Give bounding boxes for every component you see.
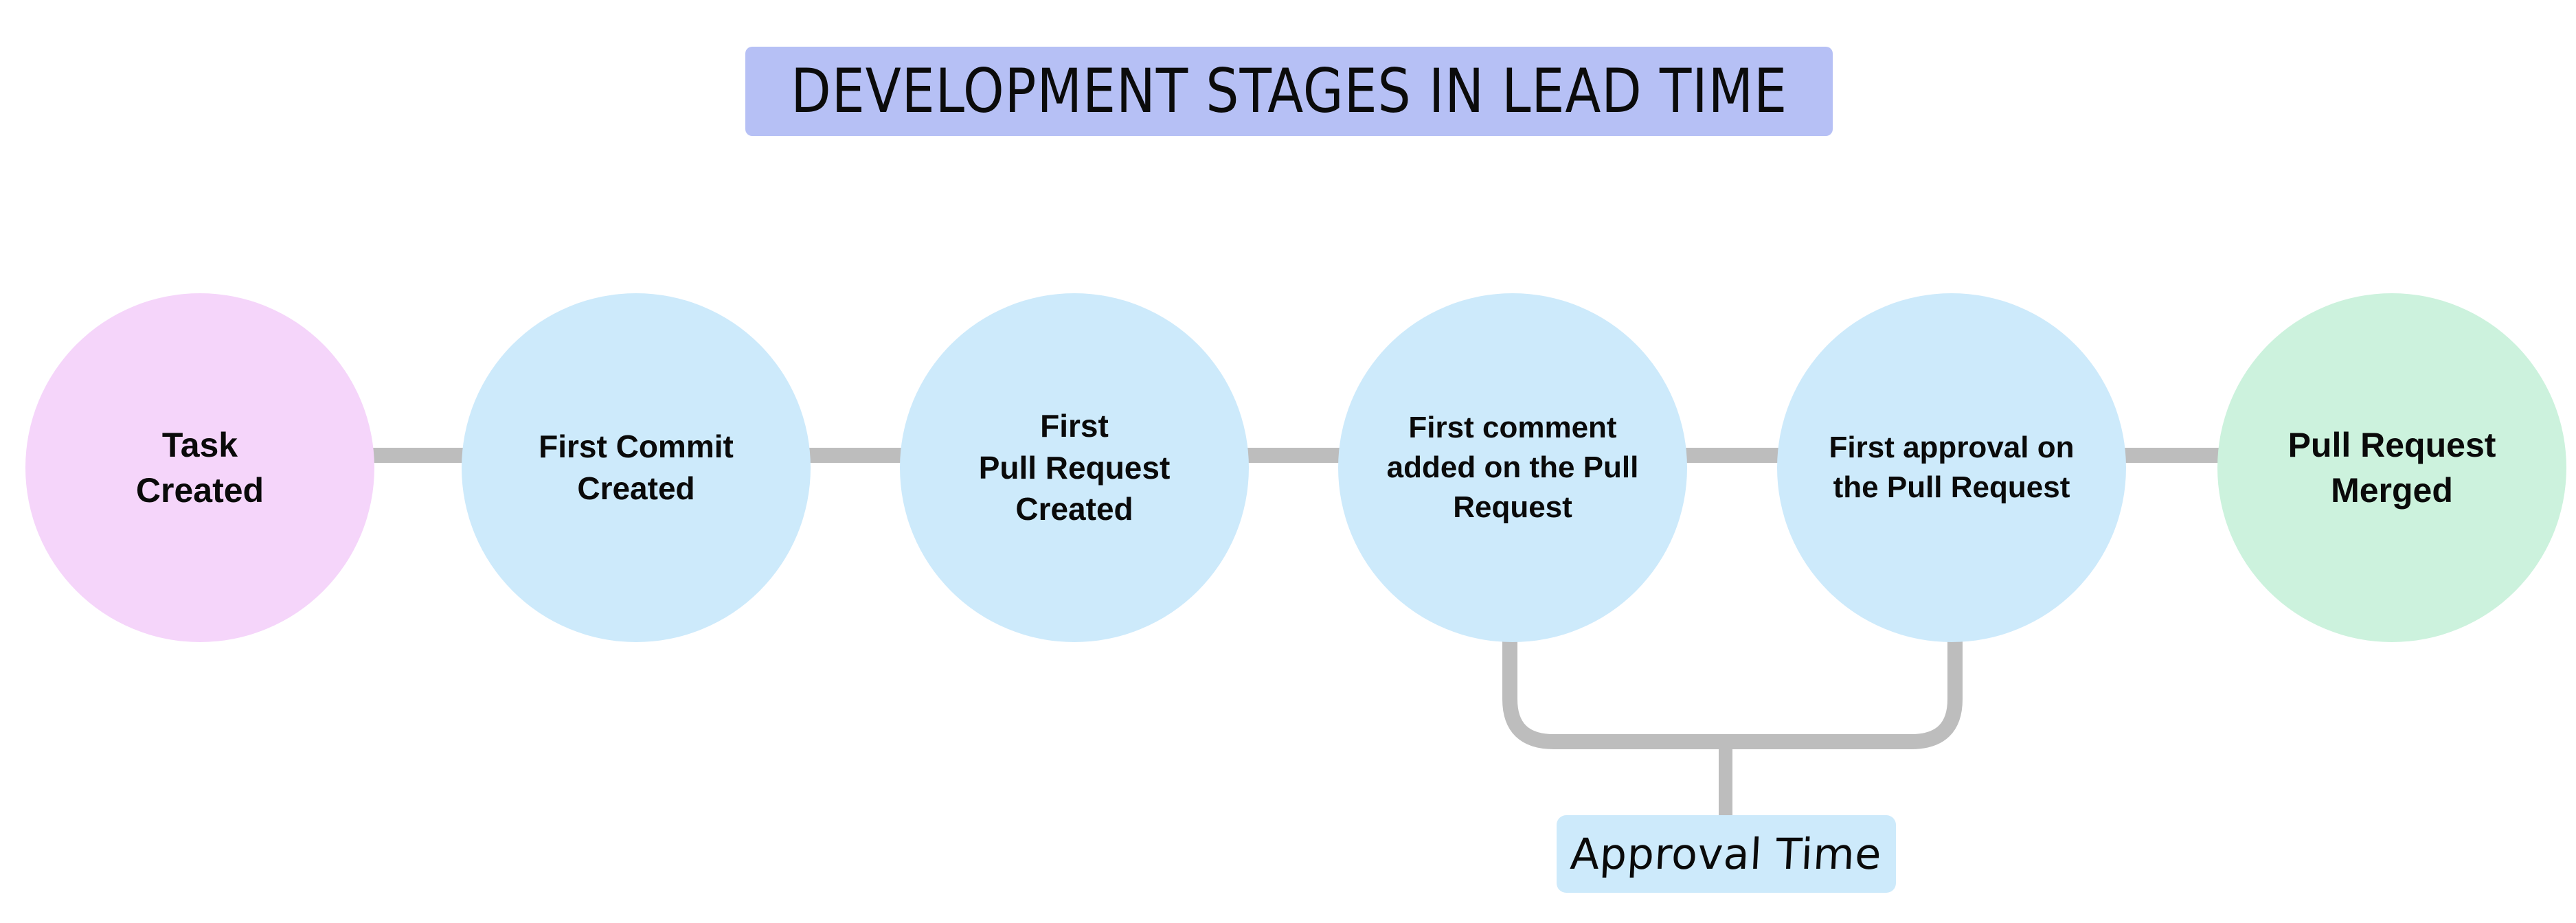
node-task-created[interactable]: Task Created [25,293,374,642]
node-label: First approval on the Pull Request [1829,430,2075,504]
approval-time-label: Approval Time [1569,829,1884,879]
node-label: First Commit Created [539,429,734,506]
approval-time-badge[interactable]: Approval Time [1557,815,1896,893]
diagram-title-box: DEVELOPMENT STAGES IN LEAD TIME [745,47,1833,136]
node-first-comment-on-pull-request[interactable]: First comment added on the Pull Request [1338,293,1687,642]
node-pull-request-merged[interactable]: Pull Request Merged [2217,293,2566,642]
node-first-commit-created[interactable]: First Commit Created [462,293,811,642]
approval-time-bracket [1502,625,1963,749]
node-label: Pull Request Merged [2287,426,2496,510]
page-title: DEVELOPMENT STAGES IN LEAD TIME [791,56,1787,126]
node-first-pull-request-created[interactable]: First Pull Request Created [900,293,1249,642]
node-first-approval-on-pull-request[interactable]: First approval on the Pull Request [1777,293,2126,642]
node-label: First comment added on the Pull Request [1386,410,1639,525]
node-label: Task Created [135,426,264,510]
node-label: First Pull Request Created [978,407,1171,527]
